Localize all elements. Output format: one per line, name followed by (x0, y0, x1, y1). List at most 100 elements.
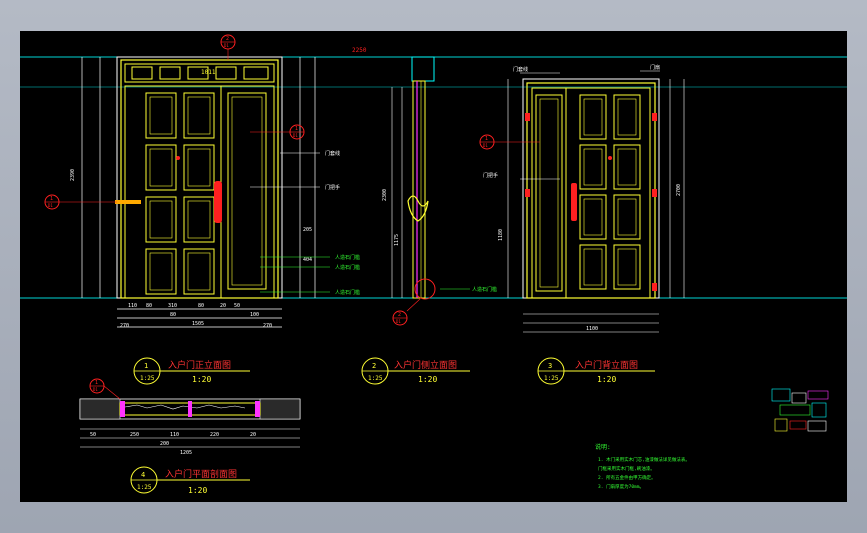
cad-drawing: 1011 110 80 310 80 20 50 80 100 (20, 34, 847, 495)
svg-text:D1: D1 (293, 133, 298, 138)
svg-text:1205: 1205 (180, 450, 192, 456)
back-elevation: 1100 1180 2700 门套线 门扇 门把手 (483, 64, 685, 333)
door-panel (579, 144, 607, 190)
wall-head (411, 56, 435, 82)
svg-text:20: 20 (250, 432, 256, 438)
callout-5: 2 D1 (392, 298, 421, 326)
svg-text:1:25: 1:25 (140, 375, 155, 382)
door-panel-inner (149, 200, 173, 239)
svg-text:80: 80 (146, 303, 152, 309)
svg-text:1: 1 (144, 362, 148, 370)
door-panel-inner (187, 96, 211, 135)
svg-text:1:25: 1:25 (544, 375, 559, 382)
door-panel (183, 196, 215, 243)
door-panel (579, 94, 607, 140)
hardware-detail-thumbnail (771, 388, 829, 432)
door-panel (183, 92, 215, 139)
door-panel-inner (187, 200, 211, 239)
svg-text:205: 205 (303, 227, 312, 233)
back-handle-icon (571, 183, 577, 221)
svg-text:1:25: 1:25 (368, 375, 383, 382)
side-leaf-panel-inner (231, 96, 263, 286)
front-elevation: 1011 (115, 56, 283, 299)
door-section (412, 80, 426, 299)
svg-text:人造石门槛: 人造石门槛 (335, 254, 360, 261)
svg-text:310: 310 (168, 303, 177, 309)
svg-text:270: 270 (120, 323, 129, 329)
side-leader: 人造石门槛 (472, 286, 497, 293)
svg-text:270: 270 (263, 323, 272, 329)
svg-text:80: 80 (170, 312, 176, 318)
svg-text:220: 220 (210, 432, 219, 438)
svg-text:1:20: 1:20 (597, 375, 616, 384)
svg-text:20: 20 (220, 303, 226, 309)
door-panel-inner (583, 248, 603, 286)
svg-text:1:20: 1:20 (192, 375, 211, 384)
callout-1: 2 D1 (220, 34, 236, 60)
notes-line: 门框采用实木门框,刷油漆。 (598, 465, 655, 472)
door-panel-inner (187, 252, 211, 291)
back-panels (579, 94, 641, 290)
svg-text:2700: 2700 (676, 184, 682, 196)
door-panel (613, 244, 641, 290)
side-handle-icon (407, 195, 429, 222)
door-panel (613, 194, 641, 240)
door-panel-inner (617, 198, 637, 236)
callout-6: 1 D1 (89, 378, 121, 400)
svg-text:门套线: 门套线 (513, 66, 528, 73)
callout-3: 1 D1 (44, 194, 117, 210)
door-panel-inner (617, 148, 637, 186)
svg-text:2: 2 (226, 36, 229, 42)
transom-label: 1011 (201, 69, 216, 76)
center-mark (176, 156, 180, 160)
svg-text:1180: 1180 (498, 229, 504, 241)
notes-block: 说明: 1. 木门采用实木门芯,油漆做法详见做法表。 门框采用实木门框,刷油漆。… (595, 443, 690, 490)
svg-text:门把手: 门把手 (325, 184, 340, 191)
front-panels (145, 92, 215, 295)
door-panel (145, 92, 177, 139)
svg-text:2390: 2390 (70, 169, 76, 181)
svg-text:D1: D1 (224, 43, 229, 48)
door-panel (145, 144, 177, 191)
hinge-mark (115, 200, 141, 204)
svg-text:1:20: 1:20 (188, 486, 207, 495)
cad-drawing-canvas[interactable]: 1011 110 80 310 80 20 50 80 100 (20, 31, 847, 502)
svg-text:入户门平面剖面图: 入户门平面剖面图 (165, 468, 237, 480)
svg-text:门扇: 门扇 (650, 64, 660, 71)
door-casing (120, 59, 279, 299)
notes-header: 说明: (595, 443, 611, 451)
svg-text:1: 1 (295, 126, 298, 132)
svg-text:D1: D1 (93, 387, 98, 392)
svg-text:1175: 1175 (394, 234, 400, 246)
svg-text:入户门正立面图: 入户门正立面图 (168, 359, 231, 371)
svg-text:250: 250 (130, 432, 139, 438)
svg-text:200: 200 (160, 441, 169, 447)
svg-text:人造石门槛: 人造石门槛 (335, 289, 360, 296)
svg-text:1: 1 (95, 380, 98, 386)
view-title-3: 3 1:25 入户门背立面图 1:20 (537, 357, 655, 385)
callout-2: 1 D1 (250, 124, 305, 140)
svg-text:1:20: 1:20 (418, 375, 437, 384)
view-title-4: 4 1:25 入户门平面剖面图 1:20 (130, 466, 250, 495)
svg-text:4: 4 (141, 471, 145, 479)
door-handle-icon (214, 181, 222, 223)
callout-markers: 2 D1 1 D1 1 D1 (44, 34, 540, 400)
threshold-detail-marker (414, 278, 436, 300)
transom-panel (131, 66, 153, 80)
svg-text:2: 2 (398, 312, 401, 318)
svg-text:D1: D1 (396, 319, 401, 324)
center-mark (608, 156, 612, 160)
svg-text:1: 1 (485, 136, 488, 142)
door-panel-inner (149, 252, 173, 291)
door-leaf-frame (124, 85, 275, 299)
door-panel (579, 244, 607, 290)
transom (124, 63, 275, 83)
side-elevation: 人造石门槛 2300 1175 (382, 56, 497, 300)
svg-text:D1: D1 (48, 203, 53, 208)
svg-text:110: 110 (128, 303, 137, 309)
svg-text:1100: 1100 (586, 326, 598, 332)
svg-text:100: 100 (250, 312, 259, 318)
front-dim-text: 110 80 310 80 20 50 80 100 1505 270 270 … (70, 169, 312, 329)
svg-text:D1: D1 (483, 143, 488, 148)
